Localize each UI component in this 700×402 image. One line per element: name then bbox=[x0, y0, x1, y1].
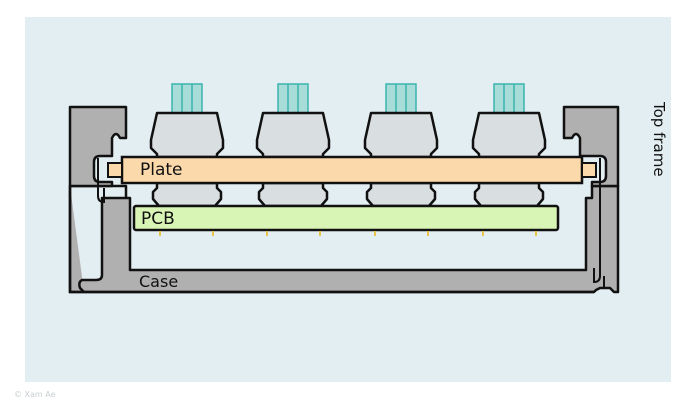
switch-stem bbox=[171, 83, 203, 115]
plate-bar bbox=[120, 155, 584, 185]
pcb-board bbox=[132, 204, 560, 232]
pcb-pins bbox=[159, 231, 537, 236]
top-frame-label-wrap: Top frame bbox=[648, 102, 668, 186]
switch-group bbox=[149, 83, 547, 208]
switch-housing-bottom bbox=[257, 181, 329, 208]
case-outline bbox=[68, 186, 594, 294]
plate-tab-left bbox=[107, 162, 123, 178]
case-label: Case bbox=[139, 272, 179, 291]
pcb-pin bbox=[374, 231, 376, 236]
top-frame-label: Top frame bbox=[650, 102, 668, 177]
switch-housing-bottom bbox=[473, 181, 545, 208]
switch-housing-top bbox=[363, 111, 439, 159]
switch-1 bbox=[149, 83, 225, 208]
pcb-pin bbox=[159, 231, 161, 236]
switch-2 bbox=[255, 83, 331, 208]
pcb-pin bbox=[427, 231, 429, 236]
plate-label: Plate bbox=[140, 160, 183, 180]
switch-3 bbox=[363, 83, 439, 208]
pcb-pin bbox=[482, 231, 484, 236]
switch-stem bbox=[277, 83, 309, 115]
switch-housing-top bbox=[255, 111, 331, 159]
switch-4 bbox=[471, 83, 547, 208]
top-frame-left-clip bbox=[97, 158, 105, 204]
pcb-pin bbox=[535, 231, 537, 236]
watermark: © Xam Ae bbox=[14, 390, 56, 399]
switch-stem bbox=[493, 83, 525, 115]
switch-housing-bottom bbox=[365, 181, 437, 208]
switch-housing-bottom bbox=[151, 181, 223, 208]
switch-housing-top bbox=[149, 111, 225, 159]
plate-tab-right bbox=[581, 162, 597, 178]
case-inner-lip bbox=[82, 276, 605, 287]
switch-housing-top bbox=[471, 111, 547, 159]
pcb-label: PCB bbox=[141, 209, 175, 229]
pcb-pin bbox=[266, 231, 268, 236]
top-frame-right-clip bbox=[593, 158, 601, 284]
pcb-pin bbox=[212, 231, 214, 236]
switch-stem bbox=[385, 83, 417, 115]
diagram-background bbox=[25, 17, 671, 382]
pcb-pin bbox=[319, 231, 321, 236]
